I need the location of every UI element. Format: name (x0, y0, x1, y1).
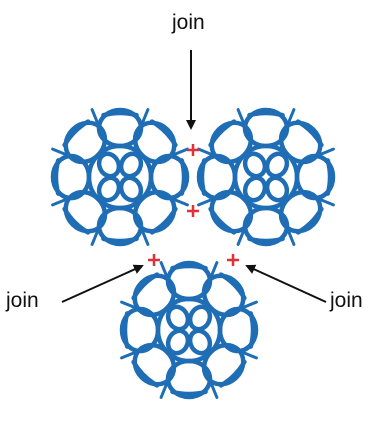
join-marker (187, 144, 199, 156)
chain-arc (62, 206, 91, 235)
chain-arc (248, 311, 256, 349)
chain-arc (247, 110, 285, 118)
picot-spoke (197, 147, 213, 156)
chain-arc (170, 389, 208, 397)
picot-spoke (242, 351, 258, 360)
picot-spoke (90, 230, 99, 246)
center-ring (86, 143, 154, 211)
arrow-left (61, 264, 144, 303)
inner-ring (118, 175, 144, 203)
chain-arc (295, 119, 324, 148)
chain-arc (247, 236, 285, 244)
chain-arc (131, 272, 160, 301)
center-ring (232, 143, 300, 211)
picot-spoke (159, 261, 168, 277)
chain-arc (53, 158, 61, 196)
picot-spoke (141, 230, 150, 246)
picot-spoke (51, 147, 67, 156)
inner-ring (242, 151, 268, 179)
chain-arc (170, 263, 208, 271)
picot-spoke (90, 108, 99, 124)
join-marker (148, 254, 160, 266)
chain-arc (62, 119, 91, 148)
chain-arc (131, 359, 160, 388)
picot-spoke (120, 351, 136, 360)
chain-arc (208, 206, 237, 235)
picot-spoke (319, 147, 335, 156)
picot-spoke (287, 230, 296, 246)
chain-arc (149, 206, 178, 235)
chain-arc (122, 311, 130, 349)
picot-spoke (197, 198, 213, 207)
picot-spoke (120, 300, 136, 309)
join-label-right: join (330, 289, 363, 312)
inner-ring (187, 328, 213, 356)
picot-spoke (236, 108, 245, 124)
inner-ring (165, 328, 191, 356)
chain-arc (199, 158, 207, 196)
picot-spoke (141, 108, 150, 124)
picot-spoke (159, 383, 168, 399)
chain-arc (101, 110, 139, 118)
chain-arc (208, 119, 237, 148)
chain-arc (149, 119, 178, 148)
inner-ring (187, 304, 213, 332)
chain-arc (179, 158, 187, 196)
inner-ring (96, 151, 122, 179)
inner-ring (165, 304, 191, 332)
picot-spoke (287, 108, 296, 124)
join-marker (227, 254, 239, 266)
motif-bottom (119, 260, 259, 400)
chain-arc (218, 272, 247, 301)
join-label-top: join (172, 11, 205, 34)
join-marker (187, 205, 199, 217)
motif-right (196, 107, 336, 247)
inner-ring (242, 175, 268, 203)
inner-ring (96, 175, 122, 203)
motif-left (50, 107, 190, 247)
picot-spoke (210, 383, 219, 399)
arrow-right (245, 264, 327, 303)
picot-spoke (242, 300, 258, 309)
picot-spoke (173, 198, 189, 207)
picot-spoke (319, 198, 335, 207)
center-ring (155, 296, 223, 364)
picot-spoke (210, 261, 219, 277)
picot-spoke (236, 230, 245, 246)
chain-arc (325, 158, 333, 196)
inner-ring (264, 151, 290, 179)
inner-ring (264, 175, 290, 203)
chain-arc (218, 359, 247, 388)
picot-spoke (51, 198, 67, 207)
inner-ring (118, 151, 144, 179)
join-label-left: join (6, 289, 39, 312)
chain-arc (101, 236, 139, 244)
picot-spoke (173, 147, 189, 156)
chain-arc (295, 206, 324, 235)
